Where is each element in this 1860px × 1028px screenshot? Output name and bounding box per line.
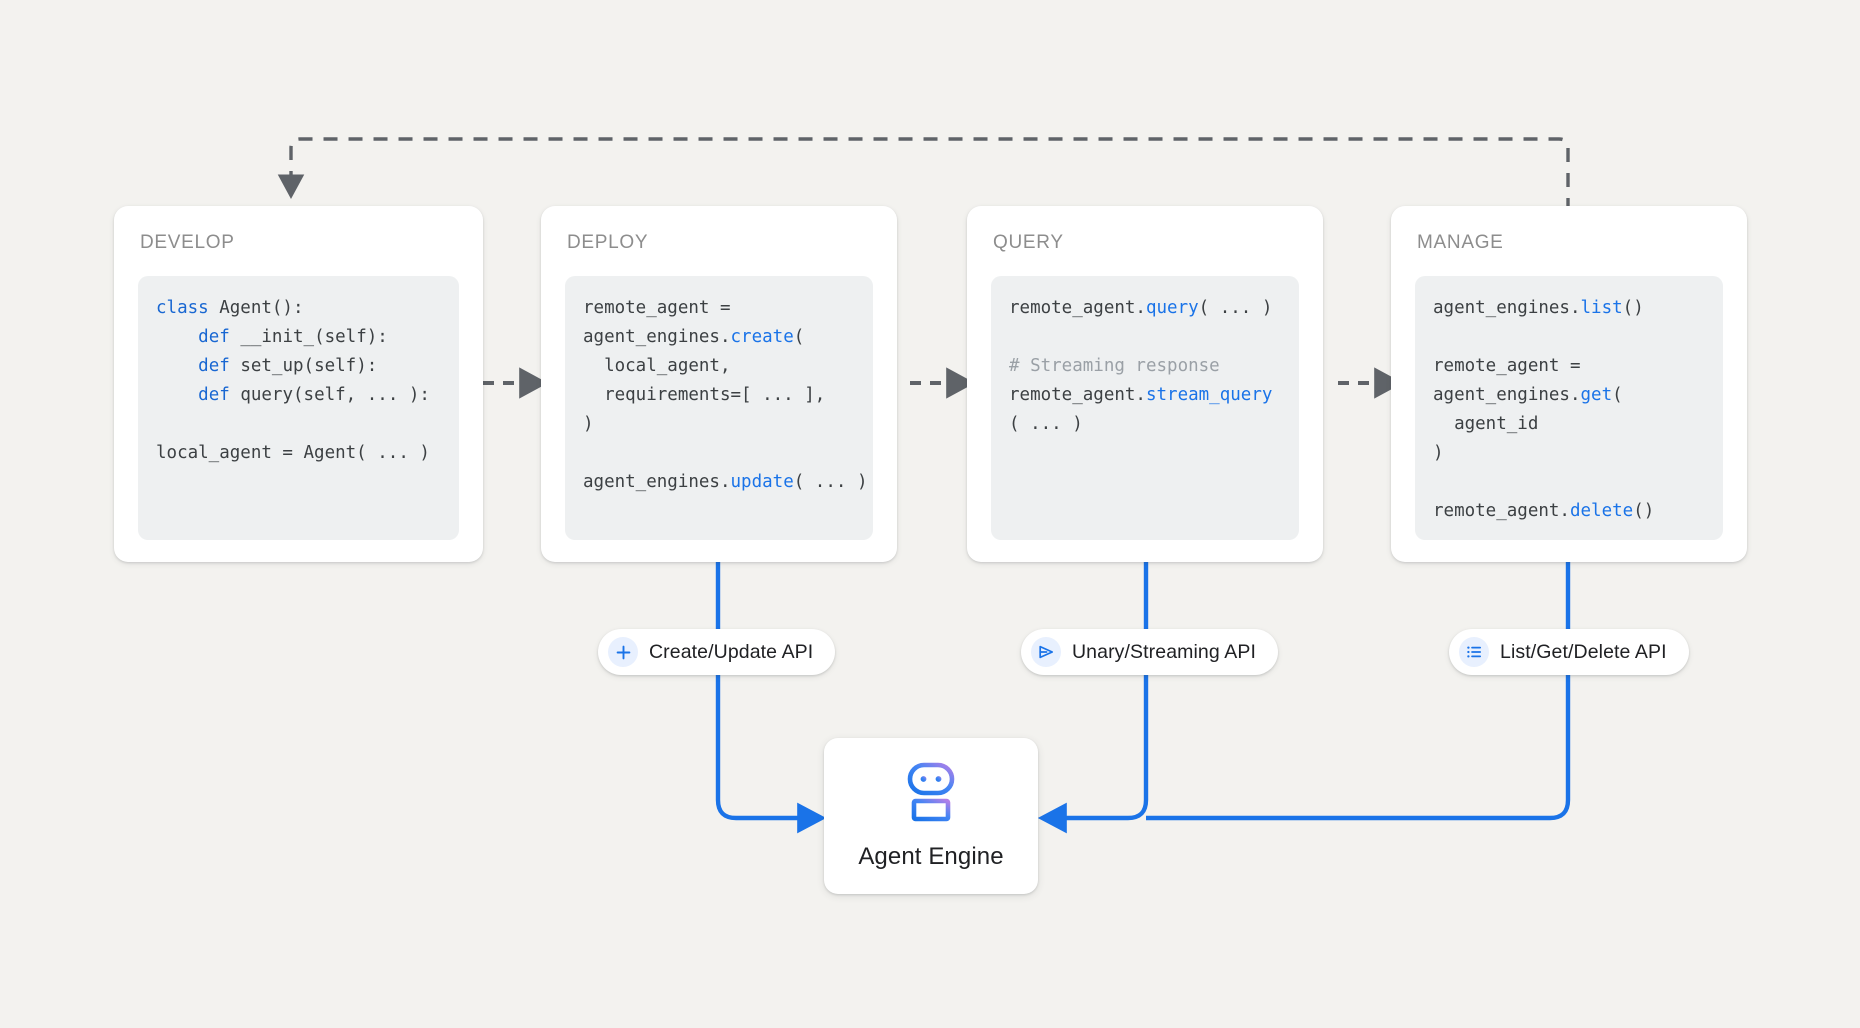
manage-to-engine-wire	[1146, 562, 1571, 821]
agent-engine-label: Agent Engine	[858, 842, 1004, 870]
code-block-deploy: remote_agent = agent_engines.create( loc…	[565, 276, 873, 540]
list-icon	[1459, 637, 1489, 667]
send-triangle-icon	[1031, 637, 1061, 667]
stage-title-manage: MANAGE	[1417, 232, 1504, 253]
stage-card-deploy[interactable]: DEPLOY remote_agent = agent_engines.crea…	[541, 206, 897, 562]
agent-engine-node[interactable]: Agent Engine	[824, 738, 1038, 894]
code-block-manage: agent_engines.list() remote_agent = agen…	[1415, 276, 1723, 540]
feedback-loop-wire	[277, 137, 1570, 212]
api-pill-create-update[interactable]: Create/Update API	[598, 629, 836, 675]
api-pill-label: List/Get/Delete API	[1500, 640, 1667, 663]
stage-card-query[interactable]: QUERY remote_agent.query( ... ) # Stream…	[967, 206, 1323, 562]
robot-icon	[899, 762, 963, 827]
stage-title-query: QUERY	[993, 232, 1064, 253]
stage-title-develop: DEVELOP	[140, 232, 235, 253]
stage-title-deploy: DEPLOY	[567, 232, 649, 253]
api-pill-label: Unary/Streaming API	[1072, 640, 1256, 663]
deploy-to-engine-wire	[715, 562, 827, 834]
code-block-develop: class Agent(): def __init_(self): def se…	[138, 276, 459, 540]
api-pill-list-get-delete[interactable]: List/Get/Delete API	[1449, 629, 1689, 675]
api-pill-label: Create/Update API	[649, 640, 814, 663]
plus-icon	[608, 637, 638, 667]
api-pill-unary-streaming[interactable]: Unary/Streaming API	[1021, 629, 1278, 675]
stage-card-develop[interactable]: DEVELOP class Agent(): def __init_(self)…	[114, 206, 483, 562]
stage-card-manage[interactable]: MANAGE agent_engines.list() remote_agent…	[1391, 206, 1747, 562]
code-block-query: remote_agent.query( ... ) # Streaming re…	[991, 276, 1299, 540]
query-to-engine-wire	[1037, 562, 1149, 834]
